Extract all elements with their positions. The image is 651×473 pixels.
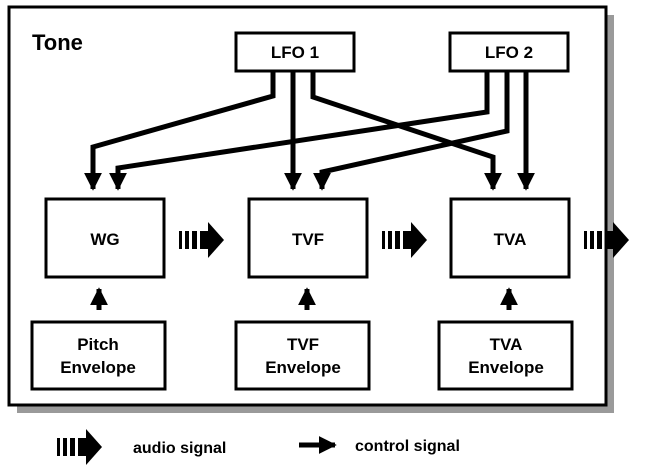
tvf-envelope-box: TVF Envelope (234, 320, 371, 391)
wg-label: WG (90, 230, 119, 249)
lfo2-to-tvf-arrow (313, 72, 510, 191)
lfo-2-label: LFO 2 (485, 43, 533, 62)
tvf-envelope-line2: Envelope (265, 358, 341, 377)
lfo-1-box: LFO 1 (234, 31, 356, 73)
lfo2-to-wg-arrow (109, 72, 490, 191)
legend-audio-label: audio signal (133, 440, 226, 457)
pitch-envelope-line2: Envelope (60, 358, 136, 377)
legend-control-label: control signal (355, 438, 460, 455)
tva-block: TVA (449, 197, 571, 279)
lfo-2-box: LFO 2 (448, 31, 570, 73)
tva-envelope-line2: Envelope (468, 358, 544, 377)
tvf-label: TVF (292, 230, 324, 249)
tvf-envelope-line1: TVF (287, 335, 319, 354)
tvf-block: TVF (247, 197, 369, 279)
lfo1-to-wg-arrow (84, 72, 276, 191)
envelope-control-arrows (90, 287, 518, 310)
tva-envelope-line1: TVA (490, 335, 523, 354)
pitch-envelope-line1: Pitch (77, 335, 119, 354)
lfo-1-label: LFO 1 (271, 43, 319, 62)
legend-audio-arrow (57, 429, 102, 465)
pitch-envelope-box: Pitch Envelope (30, 320, 167, 391)
legend: audio signal control signal (57, 429, 460, 465)
wg-block: WG (44, 197, 166, 279)
lfo-control-routing (84, 72, 535, 191)
tva-label: TVA (494, 230, 527, 249)
tva-envelope-box: TVA Envelope (437, 320, 574, 391)
tone-title: Tone (32, 30, 83, 55)
